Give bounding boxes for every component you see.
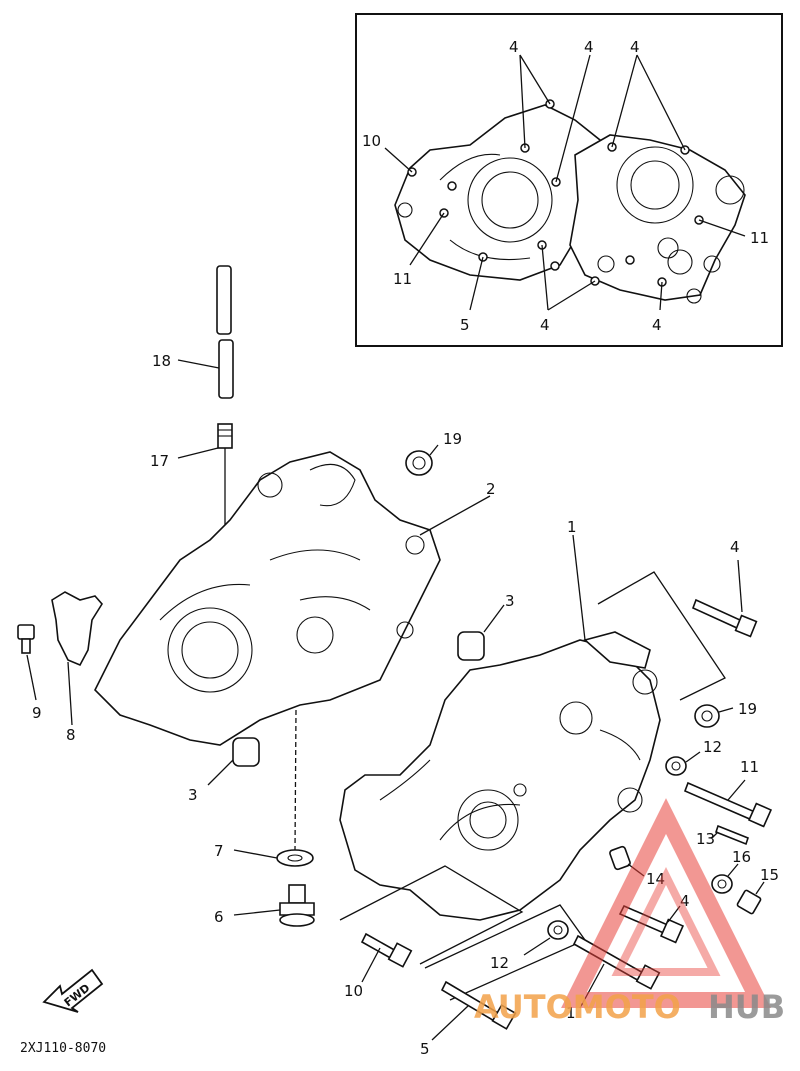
part-13-stud: [711, 824, 749, 846]
inset-left-hole-a: [397, 202, 413, 218]
watermark-triangle-icon: [561, 798, 771, 1008]
callout-3-upper: 3: [505, 592, 515, 610]
left-case-bearing-inner: [181, 621, 239, 679]
part-11-long-bolt: [683, 779, 773, 828]
part-15-bolt: [736, 881, 765, 915]
bolt-region-guides: [339, 571, 726, 1001]
inset-right-hole-a: [715, 175, 745, 205]
part-19-oil-seal-upper: [405, 444, 439, 476]
callout-17: 17: [150, 452, 169, 470]
inset-case-right: [569, 134, 746, 301]
callout-16: 16: [732, 848, 751, 866]
inset-right-bearing-outer: [616, 146, 694, 224]
callout-9: 9: [32, 704, 42, 722]
callout-1-upper: 1: [567, 518, 577, 536]
watermark-brand-suffix: HUB: [708, 988, 785, 1026]
inset-callout-11-right: 11: [750, 229, 769, 247]
watermark-brand-prefix: AUTOMOTO: [474, 988, 681, 1026]
part-12-washer-lower: [523, 920, 569, 956]
inset-callout-4-d: 4: [540, 316, 550, 334]
fwd-arrow: FWD: [42, 968, 104, 1013]
callout-10: 10: [344, 982, 363, 1000]
part-4-bolt-upper: [691, 559, 758, 638]
inset-callout-4-e: 4: [652, 316, 662, 334]
part-12-washer-right: [665, 751, 701, 776]
part-5-bolt: [431, 980, 517, 1041]
part-3-dowel-upper: [457, 604, 505, 661]
fwd-arrow-icon: [42, 968, 104, 1013]
callout-7: 7: [214, 842, 224, 860]
part-4-bolt-lower: [618, 904, 685, 944]
inset-crankcase-bolt-view: 4 4 4 10 11 11 5 4 4: [355, 13, 783, 347]
callout-4-upper: 4: [730, 538, 740, 556]
right-case-bearing-inner: [469, 801, 507, 839]
inset-left-bearing-outer: [467, 157, 553, 243]
inset-right-hole-c: [667, 249, 693, 275]
callout-5: 5: [420, 1040, 430, 1058]
callout-15: 15: [760, 866, 779, 884]
part-7-washer: [233, 709, 314, 867]
callout-12-right: 12: [703, 738, 722, 756]
callout-3-lower: 3: [188, 786, 198, 804]
right-case-boss: [583, 631, 651, 669]
inset-callout-10: 10: [362, 132, 381, 150]
inset-left-bearing-inner: [481, 171, 539, 229]
inset-callout-4-a: 4: [509, 38, 519, 56]
inset-leader-lines: [384, 54, 746, 311]
part-19-oil-seal-right: [694, 704, 734, 728]
part-18-dowel-pin: [177, 265, 234, 399]
watermark-logo: AUTOMOTO HUB: [474, 798, 785, 1026]
callout-19-upper: 19: [443, 430, 462, 448]
callout-11: 11: [740, 758, 759, 776]
inset-right-hole-f: [686, 288, 702, 304]
inset-right-hole-b: [657, 237, 679, 259]
callout-4-lower: 4: [680, 892, 690, 910]
callout-12-lower: 12: [490, 954, 509, 972]
part-1-right-crankcase: [339, 534, 661, 921]
callout-13: 13: [696, 830, 715, 848]
part-16-washer: [711, 863, 739, 894]
inset-right-hole-d: [703, 255, 721, 273]
inset-right-hole-e: [597, 255, 615, 273]
part-8-bracket: [51, 591, 103, 726]
callout-18: 18: [152, 352, 171, 370]
part-2-left-crankcase: [94, 451, 491, 746]
part-10-bolt: [360, 932, 413, 983]
part-6-drain-bolt: [233, 884, 315, 927]
inset-callout-5: 5: [460, 316, 470, 334]
callout-6: 6: [214, 908, 224, 926]
inset-right-bearing-inner: [630, 160, 680, 210]
inset-callout-11-left: 11: [393, 270, 412, 288]
callout-14: 14: [646, 870, 665, 888]
callout-2: 2: [486, 480, 496, 498]
callout-1-lower: 1: [566, 1004, 576, 1022]
main-callouts: 18 17 19 2 1 4 3 9 8 3 7 6 19 12 11 13 1…: [32, 352, 779, 1058]
diagram-code: 2XJ110-8070: [20, 1041, 106, 1056]
inset-callout-4-b: 4: [584, 38, 594, 56]
inset-callout-4-c: 4: [630, 38, 640, 56]
left-case-bearing-outer: [167, 607, 253, 693]
callout-8: 8: [66, 726, 76, 744]
right-case-bearing-outer: [457, 789, 519, 851]
part-3-dowel-lower: [207, 737, 260, 786]
callout-19-right: 19: [738, 700, 757, 718]
part-9-bolt: [17, 624, 37, 701]
